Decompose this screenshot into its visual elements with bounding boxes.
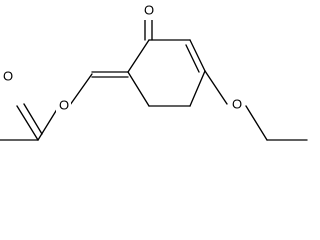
chemical-structure-canvas: O O O O: [0, 2, 308, 141]
ether-bond-ring: [204, 70, 228, 105]
ring-bond-c5-c6: [189, 39, 206, 72]
carbonyl-oxygen-label-background: [0, 69, 15, 86]
bond-network: [0, 19, 308, 141]
ring-bond-c4-c5: [189, 70, 206, 107]
carbonyl-oxygen-atom: O: [0, 68, 15, 86]
ketone-oxygen-atom: O: [141, 2, 156, 20]
ester-oxygen-atom: O: [56, 97, 71, 115]
molecule-structure: O O O O: [0, 2, 308, 141]
atom-label-group: O O O O: [0, 2, 244, 115]
ring-double-bond-c5-c6-inner: [185, 44, 200, 73]
ester-oxygen-label-background: [56, 98, 71, 115]
ketone-oxygen-label: O: [144, 2, 154, 17]
carbonyl-oxygen-label: O: [3, 68, 13, 83]
ketone-oxygen-label-background: [141, 3, 156, 20]
ring-bond-c1-c2: [127, 39, 150, 73]
acetyl-carbonyl-double-bond-inner: [23, 103, 43, 135]
vinyl-to-oxygen-bond: [69, 73, 93, 106]
ether-oxygen-label-background: [229, 97, 244, 114]
ring-bond-c2-c3: [127, 71, 150, 107]
ether-bond-ethyl: [245, 105, 268, 141]
ester-oxygen-to-carbonyl-bond: [37, 105, 60, 141]
ether-oxygen-label: O: [232, 96, 242, 111]
ester-oxygen-label: O: [59, 97, 69, 112]
acetyl-carbonyl-double-bond-outer: [16, 105, 39, 141]
ether-oxygen-atom: O: [229, 96, 244, 114]
